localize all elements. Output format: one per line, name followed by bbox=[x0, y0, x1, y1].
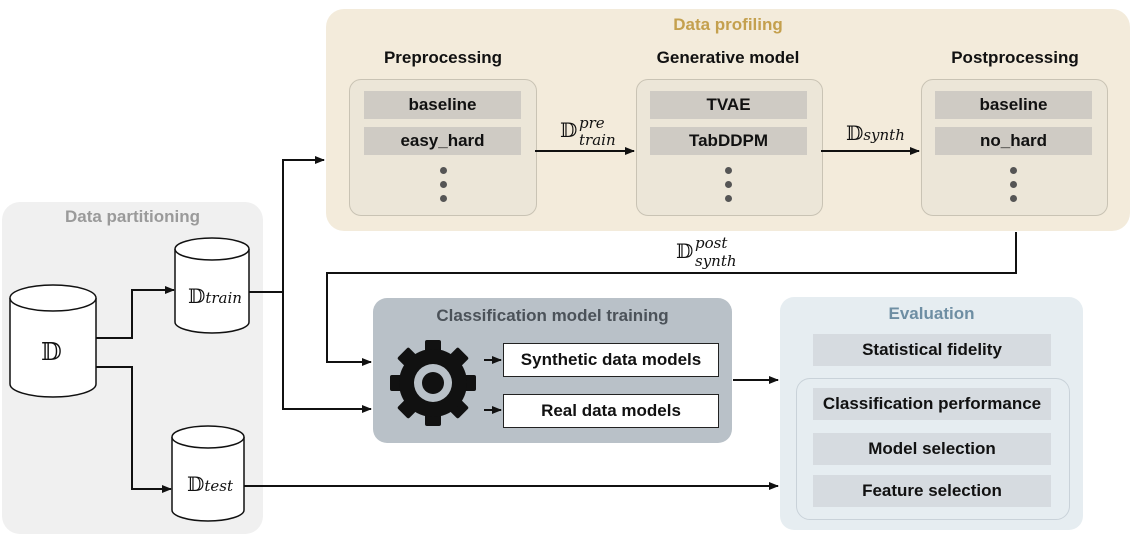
pretrain-subscript: train bbox=[579, 131, 616, 149]
preprocessing-item-baseline: baseline bbox=[364, 91, 521, 119]
pretrain-dataset-symbol: 𝔻 bbox=[560, 118, 578, 142]
statistical-fidelity-item: Statistical fidelity bbox=[813, 334, 1051, 366]
test-subscript: test bbox=[204, 477, 233, 495]
postprocessing-title: Postprocessing bbox=[951, 48, 1079, 67]
generative-item-tvae: TVAE bbox=[650, 91, 807, 119]
synthetic-data-models-box: Synthetic data models bbox=[503, 343, 719, 377]
data-partitioning-title: Data partitioning bbox=[64, 207, 201, 226]
train-subscript: train bbox=[205, 289, 242, 307]
dataset-symbol: 𝔻 bbox=[41, 338, 62, 366]
post-synth-superscript: post bbox=[695, 234, 728, 252]
preprocessing-item-easy-hard: easy_hard bbox=[364, 127, 521, 155]
post-synth-label: 𝔻 post synth bbox=[676, 234, 746, 275]
train-label: 𝔻train bbox=[188, 284, 242, 308]
classification-training-title: Classification model training bbox=[436, 306, 669, 325]
synth-label: 𝔻synth bbox=[846, 121, 905, 145]
real-data-models-box: Real data models bbox=[503, 394, 719, 428]
generative-model-title: Generative model bbox=[656, 48, 800, 67]
evaluation-title: Evaluation bbox=[888, 304, 975, 323]
pretrain-superscript: pre bbox=[579, 114, 605, 132]
gear-icon bbox=[390, 340, 476, 426]
dataset-label: 𝔻 bbox=[41, 338, 62, 366]
data-profiling-title: Data profiling bbox=[673, 15, 783, 34]
model-selection-item: Model selection bbox=[813, 433, 1051, 465]
dataset-cylinder bbox=[9, 284, 97, 398]
train-cylinder bbox=[174, 237, 250, 334]
post-synth-dataset-symbol: 𝔻 bbox=[676, 239, 694, 263]
test-label: 𝔻test bbox=[187, 472, 233, 496]
generative-item-tabddpm: TabDDPM bbox=[650, 127, 807, 155]
classification-performance-item: Classification performance bbox=[813, 388, 1051, 420]
test-dataset-symbol: 𝔻 bbox=[187, 472, 205, 496]
postprocessing-more-dots bbox=[1008, 167, 1018, 209]
postprocessing-item-no-hard: no_hard bbox=[935, 127, 1092, 155]
generative-more-dots bbox=[723, 167, 733, 209]
synth-subscript: synth bbox=[863, 126, 905, 144]
evaluation-inner-group bbox=[796, 378, 1070, 520]
preprocessing-title: Preprocessing bbox=[383, 48, 503, 67]
test-cylinder bbox=[171, 425, 245, 522]
feature-selection-item: Feature selection bbox=[813, 475, 1051, 507]
preprocessing-more-dots bbox=[438, 167, 448, 209]
synth-dataset-symbol: 𝔻 bbox=[846, 121, 864, 145]
train-dataset-symbol: 𝔻 bbox=[188, 284, 206, 308]
postprocessing-item-baseline: baseline bbox=[935, 91, 1092, 119]
pretrain-label: 𝔻 pre train bbox=[560, 114, 630, 156]
post-synth-subscript: synth bbox=[695, 252, 737, 270]
